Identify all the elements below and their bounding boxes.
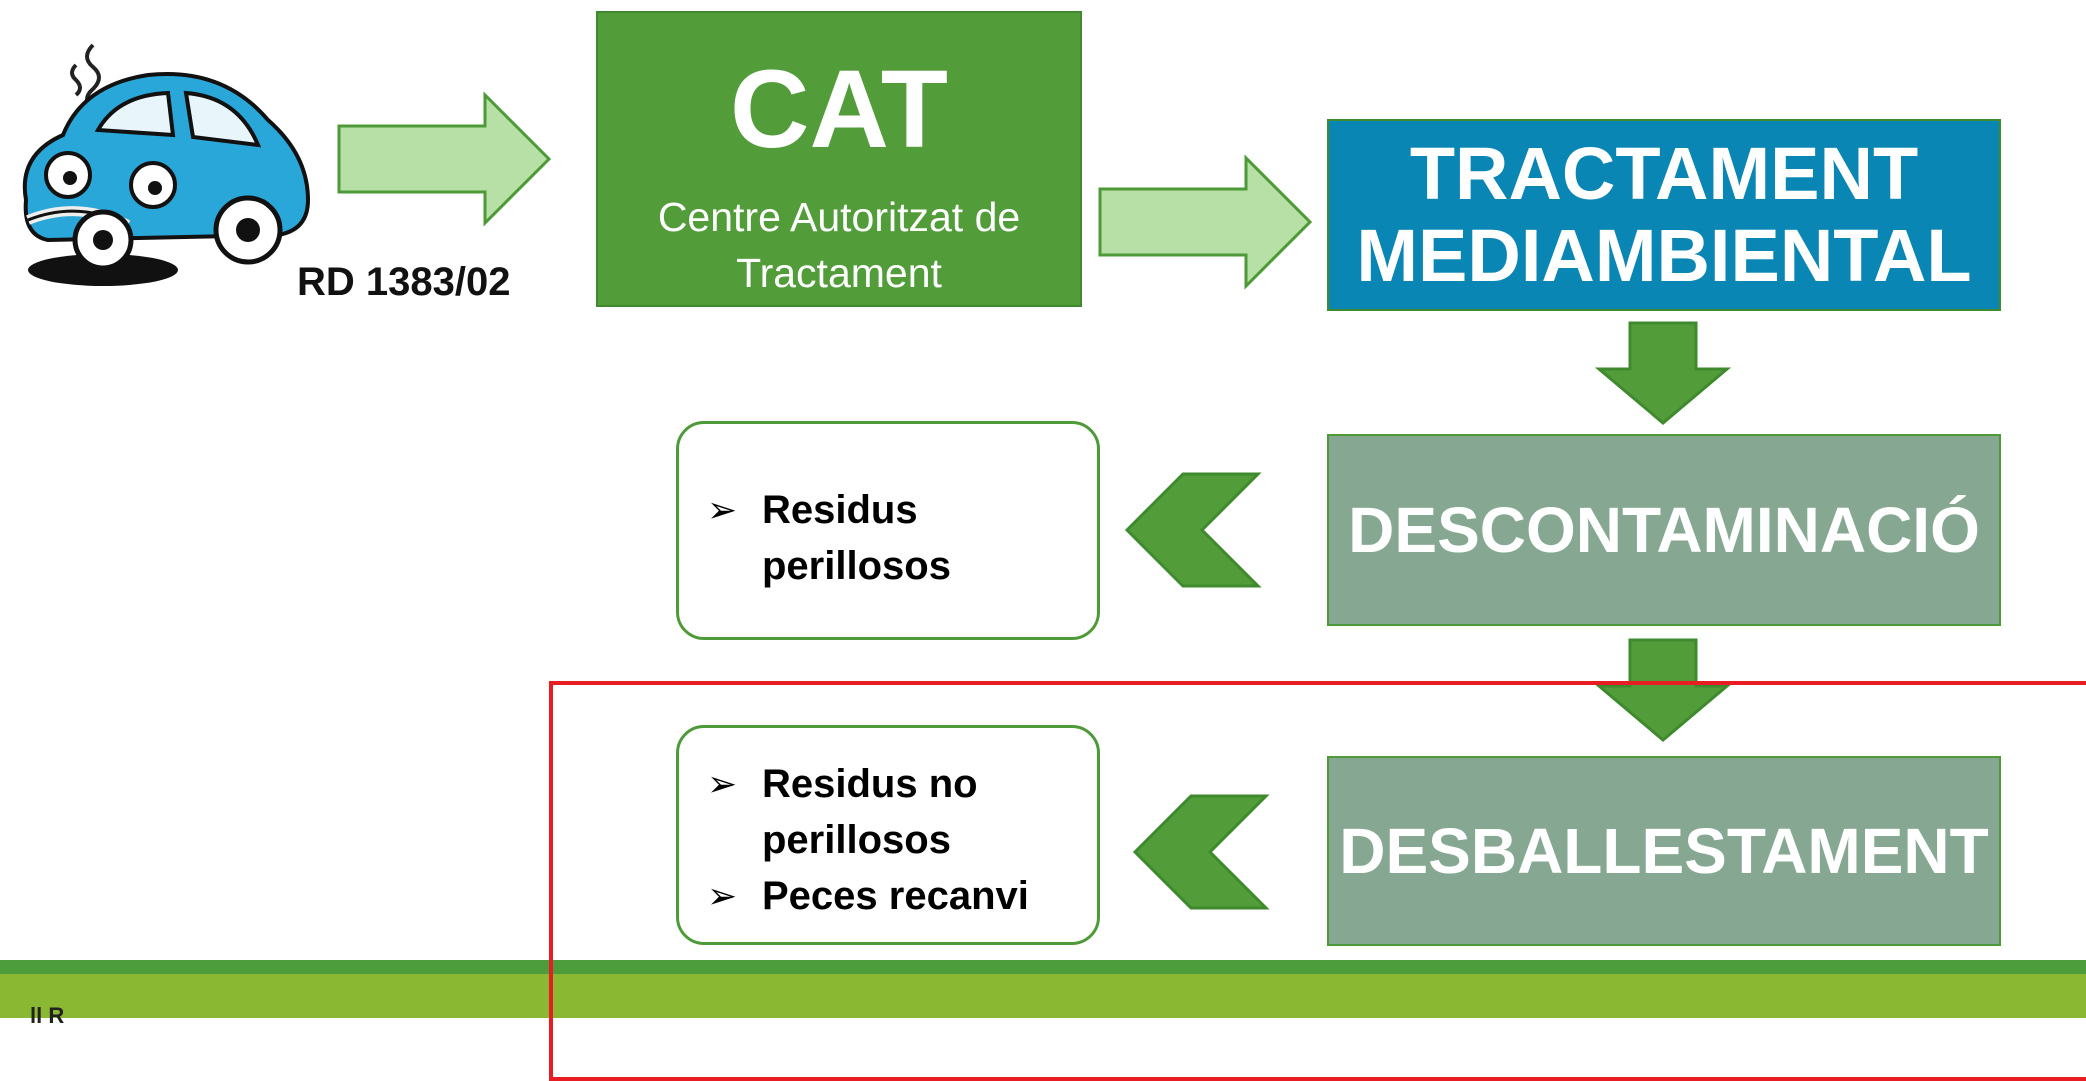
- right-arrow-icon: [1098, 154, 1313, 290]
- treatment-title: TRACTAMENT MEDIAMBIENTAL: [1356, 132, 1972, 297]
- output-box: ➢ Residus no perillosos ➢ Peces recanvi: [676, 725, 1100, 945]
- regulation-reference: RD 1383/02: [297, 260, 511, 304]
- list-item: ➢ Peces recanvi: [707, 868, 1097, 924]
- highlight-frame: [549, 681, 2086, 1081]
- bullet-arrow-icon: ➢: [707, 489, 738, 530]
- stage-label: DESBALLESTAMENT: [1339, 815, 1989, 887]
- output-item: Residus perillosos: [762, 488, 951, 588]
- cat-subtitle: Centre Autoritzat de Tractament: [657, 194, 1021, 296]
- down-arrow-icon: [1594, 638, 1732, 742]
- left-chevron-icon: [1132, 794, 1270, 910]
- bullet-arrow-icon: ➢: [707, 875, 738, 916]
- down-arrow-icon: [1594, 321, 1732, 425]
- output-box: ➢ Residus perillosos: [676, 421, 1100, 640]
- treatment-box: TRACTAMENT MEDIAMBIENTAL: [1327, 119, 2001, 311]
- bullet-arrow-icon: ➢: [707, 763, 738, 804]
- stage-label: DESCONTAMINACIÓ: [1348, 494, 1980, 566]
- stage-box: DESBALLESTAMENT: [1327, 756, 2001, 946]
- cat-title: CAT: [730, 48, 948, 171]
- list-item: ➢ Residus no perillosos: [707, 756, 1097, 868]
- output-item: Residus no perillosos: [762, 762, 978, 862]
- list-item: ➢ Residus perillosos: [707, 482, 1097, 594]
- stage-box: DESCONTAMINACIÓ: [1327, 434, 2001, 626]
- footer-band-light: [0, 974, 2086, 1018]
- output-item: Peces recanvi: [762, 874, 1029, 918]
- footer-band-dark: [0, 960, 2086, 974]
- footer-text: ll R: [30, 1003, 65, 1028]
- left-chevron-icon: [1124, 472, 1262, 588]
- broken-car-icon: [22, 43, 311, 286]
- right-arrow-icon: [337, 91, 552, 227]
- cat-box: CAT Centre Autoritzat de Tractament: [596, 11, 1082, 307]
